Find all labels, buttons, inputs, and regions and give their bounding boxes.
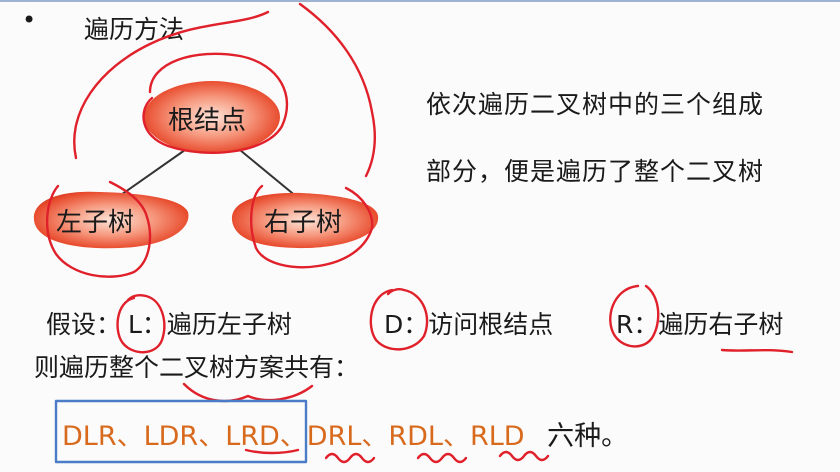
order-separator: 、 — [198, 421, 226, 452]
pen-arc-top — [73, 2, 377, 178]
order-item: RDL — [388, 421, 443, 452]
assumption-R: R：遍历右子树 — [616, 310, 784, 339]
order-item: DLR — [62, 421, 117, 452]
description-line-2: 部分，便是遍历了整个二叉树 — [426, 157, 765, 186]
assumption-prefix: 假设： — [46, 310, 122, 339]
description-line-1: 依次遍历二叉树中的三个组成 — [426, 90, 765, 119]
root-node-label: 根结点 — [168, 106, 247, 136]
right-subtree-label: 右子树 — [264, 208, 343, 238]
order-separator: 、 — [361, 421, 389, 452]
slide-top-rule — [0, 0, 840, 2]
highlight-box-first-three — [54, 399, 308, 464]
order-item: RLD — [469, 421, 525, 452]
section-heading: 遍历方法 — [84, 15, 185, 44]
order-separator: 、 — [116, 421, 144, 452]
pen-wave-RDL — [416, 452, 468, 464]
edge-root-right — [239, 149, 298, 198]
total-schemes-line: 则遍历整个二叉树方案共有： — [34, 353, 360, 382]
pen-circle-D — [369, 288, 429, 351]
root-node-shape — [144, 81, 280, 153]
pen-wave-DRL — [324, 452, 376, 464]
pen-loop-left — [45, 180, 152, 278]
left-subtree-label: 左子树 — [56, 208, 135, 238]
pen-underline-right-subtree — [720, 348, 794, 354]
assumption-D: D：访问根结点 — [384, 310, 554, 339]
right-node-shape — [231, 192, 379, 249]
pen-loop-right — [250, 184, 374, 269]
pen-underline-total-line — [182, 382, 314, 403]
pen-wave-RLD — [498, 450, 550, 462]
pen-loop-around-root — [142, 52, 289, 155]
order-item: LRD — [225, 421, 280, 452]
order-separator: 、 — [279, 421, 307, 452]
order-item: DRL — [306, 421, 362, 452]
order-separator: 、 — [442, 421, 470, 452]
assumption-L: L：遍历左子树 — [128, 310, 292, 339]
pen-circle-L — [116, 294, 166, 354]
edge-root-left — [117, 149, 186, 198]
pen-underline-LRD — [244, 448, 300, 455]
order-item: LDR — [143, 421, 199, 452]
pen-circle-R — [609, 284, 660, 348]
bullet-dot: • — [22, 6, 37, 34]
traversal-orders-row: DLR、LDR、LRD、DRL、RDL、RLD 六种。 — [62, 414, 628, 453]
orders-suffix: 六种。 — [547, 421, 629, 452]
